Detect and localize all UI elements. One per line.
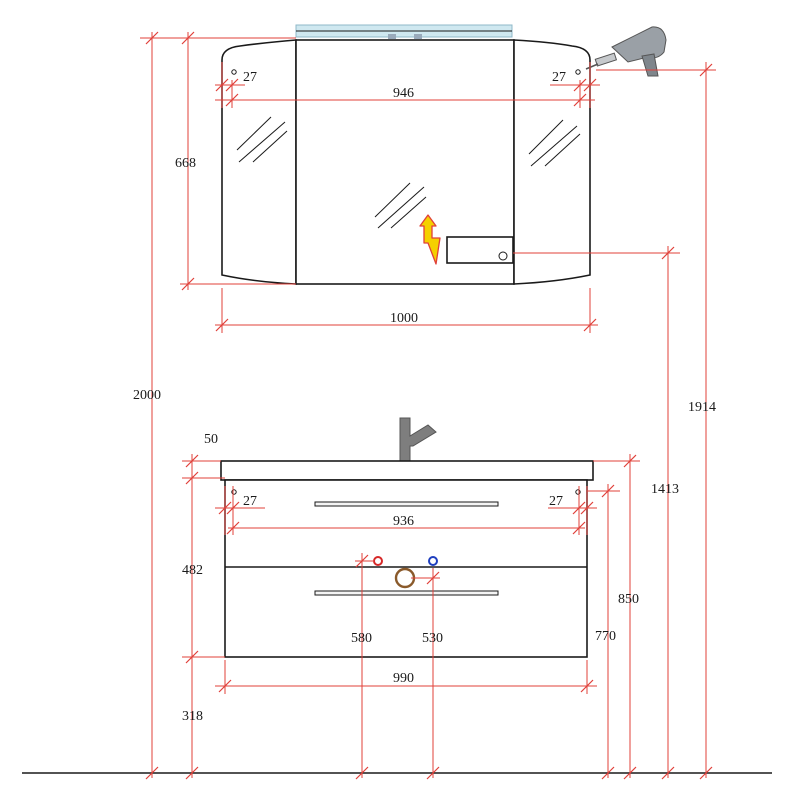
glass-reflection-marks	[236, 116, 581, 229]
label-mirror-left-offset: 27	[243, 70, 257, 85]
label-mirror-socket-height: 1413	[651, 482, 679, 497]
label-cabinet-left-offset: 27	[243, 494, 257, 509]
dimension-lines	[140, 31, 716, 780]
label-mirror-top-height: 1914	[688, 400, 716, 415]
mirror-left-panel	[221, 39, 297, 285]
label-basin-top-thickness: 50	[204, 432, 218, 447]
mirror-mount-hole-right	[575, 69, 581, 75]
label-cabinet-width: 990	[393, 671, 414, 686]
label-mirror-inner-width: 946	[393, 86, 414, 101]
label-mirror-right-offset: 27	[552, 70, 566, 85]
label-hot-pipe-height: 580	[351, 631, 372, 646]
mirror-cabinet	[221, 24, 591, 285]
basin-countertop	[220, 460, 594, 481]
mirror-right-panel	[513, 39, 591, 285]
mirror-mount-hole-left	[231, 69, 237, 75]
socket-icon	[446, 236, 514, 264]
label-cabinet-top-height: 850	[618, 592, 639, 607]
label-cabinet-inner-width: 936	[393, 514, 414, 529]
cabinet-mount-hole-right	[575, 489, 581, 495]
cabinet-mount-hole-left	[231, 489, 237, 495]
faucet-icon	[399, 417, 437, 462]
electrical-warning-icon	[419, 214, 441, 265]
label-mirror-width: 1000	[390, 311, 418, 326]
label-cold-pipe-height: 530	[422, 631, 443, 646]
cold-pipe	[428, 556, 438, 566]
vanity-unit	[220, 417, 594, 658]
label-floor-clearance: 318	[182, 709, 203, 724]
label-mirror-height: 668	[175, 156, 196, 171]
label-total-height: 2000	[133, 388, 161, 403]
label-cabinet-mount-height: 770	[595, 629, 616, 644]
drill-icon	[585, 26, 667, 77]
dimension-labels: 2000 668 946 27 27 1000 1914 1413 50 27 …	[133, 70, 716, 724]
top-drawer-handle	[314, 501, 499, 507]
label-cabinet-right-offset: 27	[549, 494, 563, 509]
bottom-drawer-handle	[314, 590, 499, 596]
label-cabinet-height: 482	[182, 563, 203, 578]
hot-pipe	[373, 556, 383, 566]
